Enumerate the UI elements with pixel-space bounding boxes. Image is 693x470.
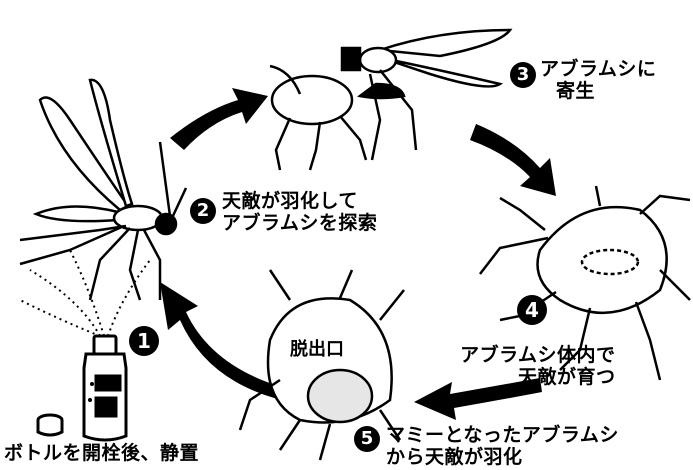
step-2-badge: 2 [190,198,216,224]
step-5-label-line-1: マミーとなったアブラムシ [386,424,619,446]
step-2-label-line-1: 天敵が羽化して [222,190,377,212]
step-5-badge: 5 [354,426,380,452]
step-1-badge: 1 [129,326,159,356]
step-2-label: 天敵が羽化して アブラムシを探索 [222,190,377,234]
mummy-icon [240,270,404,460]
wasp-icon [20,80,186,300]
cap-icon [38,415,62,435]
step-4-label-line-2: 天敵が育つ [452,366,616,388]
step-3-label-line-1: アブラムシに [540,58,656,80]
step-4-badge: 4 [517,295,547,325]
step-3-badge: 3 [510,62,536,88]
step-1-label-line-1: ボトルを開栓後、静置 [4,442,199,464]
exit-hole-label: 脱出口 [288,340,346,360]
step-3-label-line-2: 寄生 [540,80,656,102]
bottle-icon [84,336,126,440]
step-4-label: アブラムシ体内で 天敵が育つ [452,344,616,388]
step-5-label-line-2: から天敵が羽化 [386,446,619,468]
step-5-label: マミーとなったアブラムシ から天敵が羽化 [386,424,619,468]
step-2-label-line-2: アブラムシを探索 [222,212,377,234]
wasp-parasitizing-icon [270,30,510,170]
step-4-label-line-1: アブラムシ体内で [452,344,616,366]
step-3-label: アブラムシに 寄生 [540,58,656,102]
step-1-label: ボトルを開栓後、静置 [4,442,199,464]
